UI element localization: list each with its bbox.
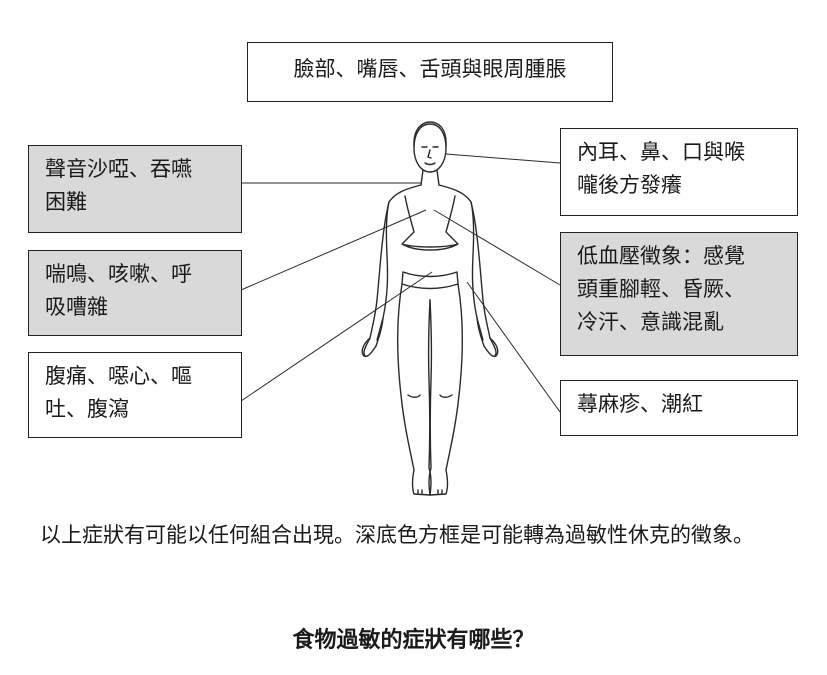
torso-outline [376,184,484,341]
right-arm [470,201,497,357]
right-hand [483,337,499,358]
leader-skin [466,281,561,413]
leader-ear [445,153,561,164]
right-leg [428,283,463,496]
head-outline [413,123,447,173]
leader-wheeze [240,209,427,291]
mouth [424,162,436,166]
left-leg [397,283,432,496]
neck-outline [420,169,440,186]
explanatory-note: 以上症狀有可能以任何組合出現。深底色方框是可能轉為過敏性休克的徵象。 [40,523,754,547]
symptom-box-low-blood-pressure: 低血壓徵象：感覺 頭重腳輕、昏厥、 冷汗、意識混亂 [560,232,798,356]
sports-bra [401,195,459,251]
leader-gut [240,271,433,402]
left-hand [361,337,377,358]
symptom-box-wheezing: 喘鳴、咳嗽、呼 吸嘈雜 [28,250,242,336]
symptom-box-abdominal: 腹痛、噁心、嘔 吐、腹瀉 [28,352,242,438]
nose [427,149,432,159]
symptom-box-face-swelling: 臉部、嘴唇、舌頭與眼周腫脹 [247,42,613,102]
leader-bp [433,209,561,286]
symptom-box-hoarse-voice: 聲音沙啞、吞嚥 困難 [28,145,242,233]
symptom-box-hives: 蕁麻疹、潮紅 [560,380,798,436]
left-arm [363,201,390,357]
hair-outline [413,121,447,147]
toes [417,489,443,495]
page-title: 食物過敏的症狀有哪些？ [292,628,535,653]
symptom-box-itching: 內耳、鼻、口與喉 嚨後方發癢 [560,128,798,216]
knee-lines [407,394,453,398]
